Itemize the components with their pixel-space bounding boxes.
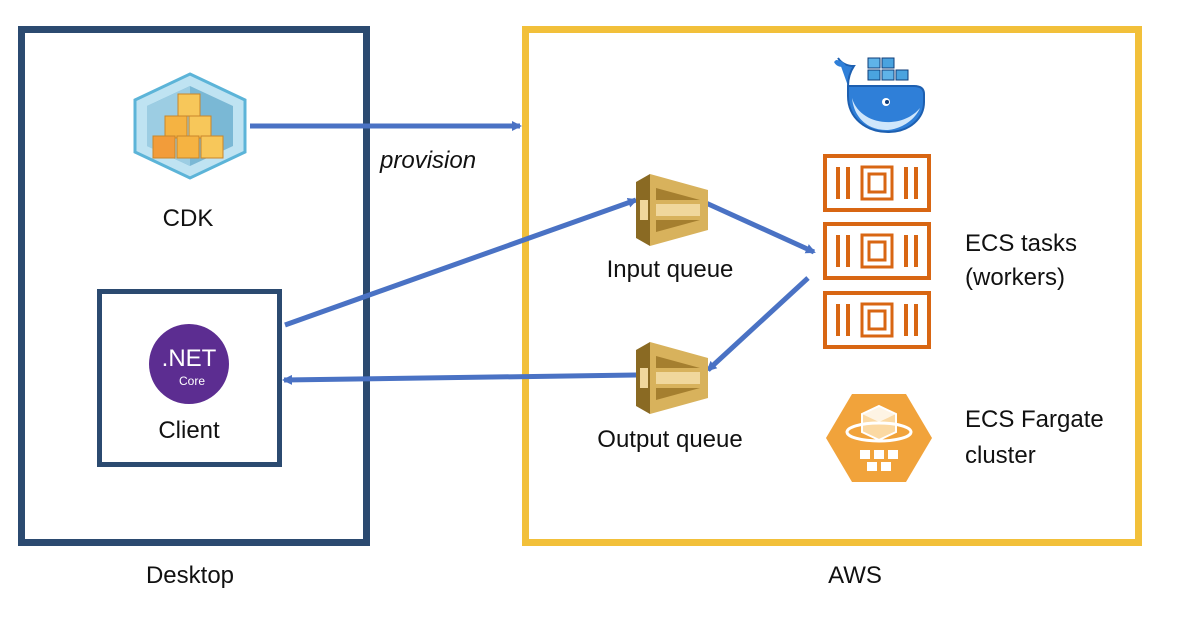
client-boundary — [97, 289, 282, 467]
ecs-task-icon — [823, 291, 931, 349]
aws-label: AWS — [828, 562, 882, 589]
docker-whale-icon — [834, 57, 925, 134]
desktop-boundary — [18, 26, 370, 546]
cdk-label: CDK — [162, 205, 214, 232]
fargate-label: ECS Fargate cluster — [965, 402, 1104, 474]
desktop-label: Desktop — [145, 562, 235, 589]
ecs-task-icon — [823, 222, 931, 280]
output-to-client-arrow — [282, 372, 637, 385]
ecs-tasks-label-line1: ECS tasks — [965, 230, 1078, 257]
dotnet-logo-text: .NET — [162, 345, 217, 372]
fargate-cluster-icon — [826, 394, 932, 482]
input-queue-icon — [636, 174, 708, 246]
ecs-tasks-label: ECS tasks (workers) — [965, 227, 1077, 295]
output-queue-icon — [636, 342, 708, 414]
cdk-icon — [133, 72, 247, 180]
provision-label: provision — [380, 147, 477, 174]
output-queue-label: Output queue — [597, 426, 743, 453]
dotnet-core-icon: .NET Core — [149, 324, 229, 404]
fargate-label-line1: ECS Fargate — [965, 406, 1104, 433]
client-label: Client — [158, 417, 220, 444]
ecs-task-icon — [823, 154, 931, 212]
input-queue-label: Input queue — [606, 256, 734, 283]
client-to-input-arrow — [284, 197, 638, 328]
tasks-to-output-arrow — [706, 276, 810, 372]
fargate-label-line2: cluster — [965, 442, 1036, 469]
dotnet-logo-sub: Core — [179, 374, 205, 388]
aws-boundary — [522, 26, 1142, 546]
input-to-tasks-arrow — [704, 200, 816, 255]
ecs-tasks-label-line2: (workers) — [965, 264, 1065, 291]
